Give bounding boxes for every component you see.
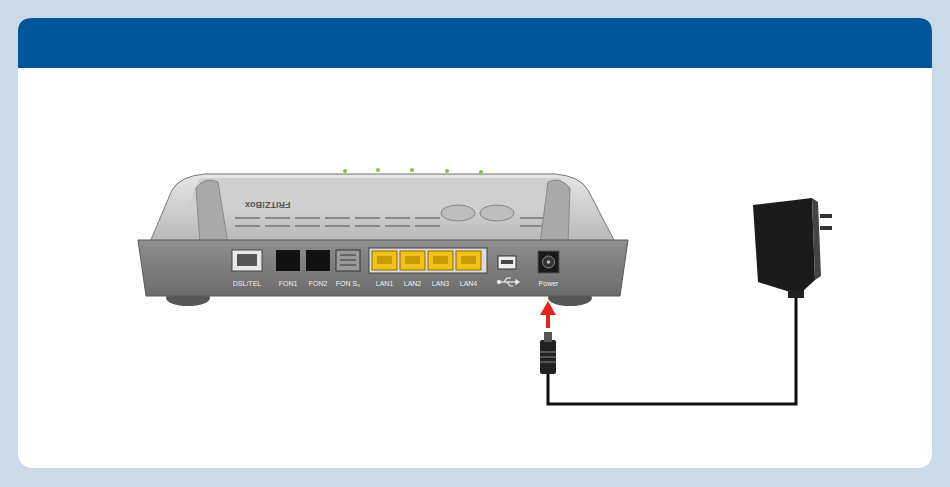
power-adapter bbox=[540, 198, 832, 404]
port-label: LAN3 bbox=[432, 280, 450, 288]
port-label: Power bbox=[539, 280, 559, 288]
router bbox=[138, 168, 628, 306]
port-label: FON S₀ bbox=[336, 280, 360, 288]
port-label: FON2 bbox=[309, 280, 328, 288]
port-label: LAN2 bbox=[404, 280, 422, 288]
port-label: DSL/TEL bbox=[233, 280, 261, 288]
insert-arrow bbox=[540, 301, 556, 328]
port-label: FON1 bbox=[279, 280, 298, 288]
panel-ground bbox=[18, 18, 932, 468]
port-label: LAN4 bbox=[460, 280, 478, 288]
header-bar bbox=[18, 18, 932, 68]
brand-logo: FRITZ!Box bbox=[245, 201, 291, 209]
port-label: LAN1 bbox=[376, 280, 394, 288]
